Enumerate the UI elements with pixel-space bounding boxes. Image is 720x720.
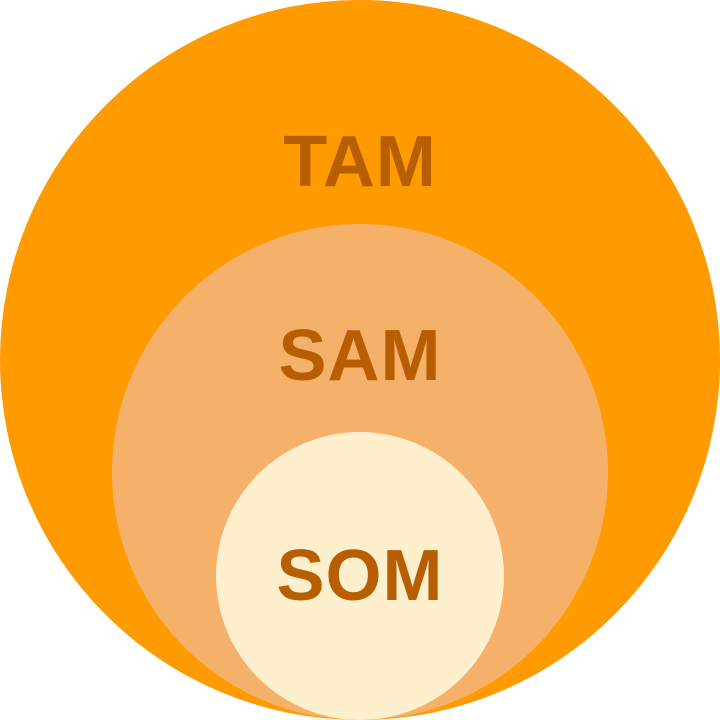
som-label: SOM	[276, 536, 444, 616]
som-circle	[216, 432, 504, 720]
sam-label: SAM	[278, 316, 442, 396]
tam-label: TAM	[283, 122, 437, 202]
